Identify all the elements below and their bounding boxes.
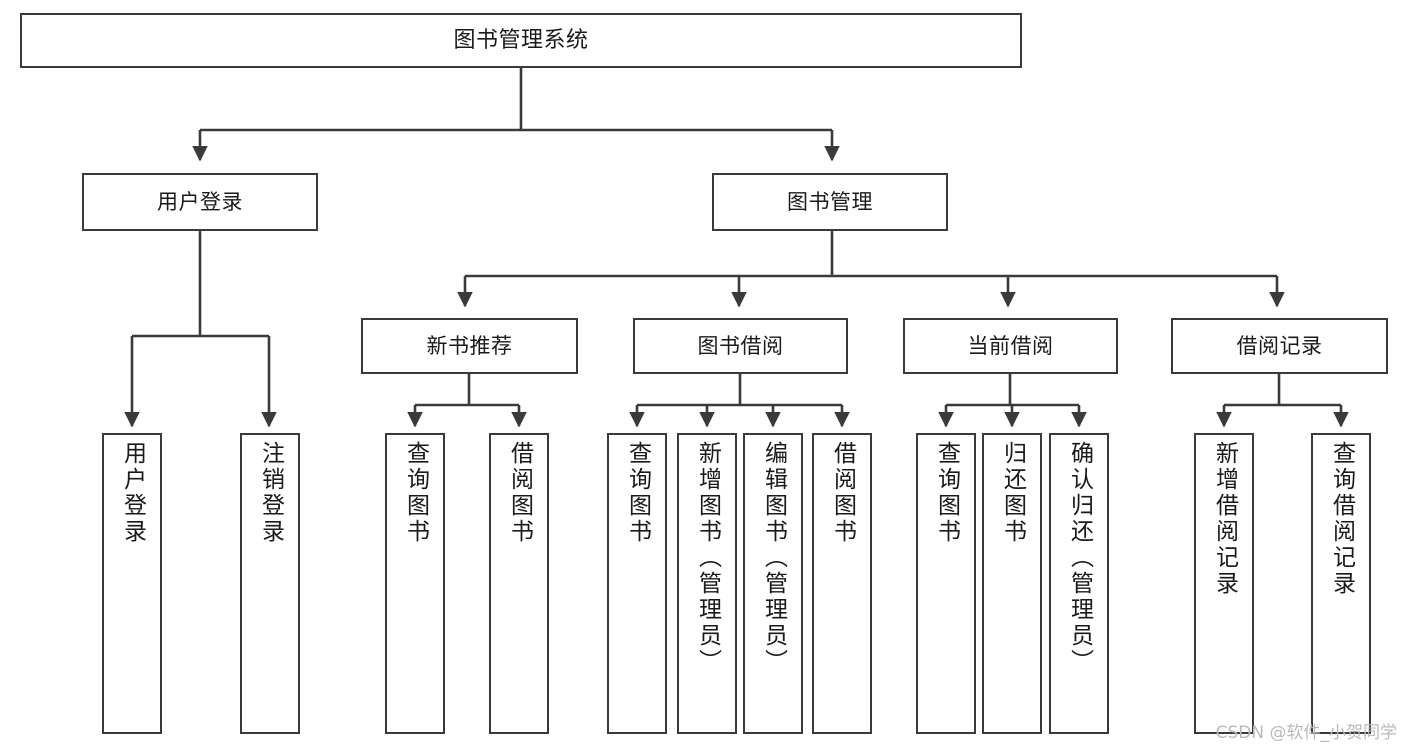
node-leaf-borrow-book-1[interactable]: 借阅图书 <box>489 433 549 734</box>
node-leaf-query-book-2[interactable]: 查询图书 <box>607 433 667 734</box>
node-label: 图书管理系统 <box>453 27 589 53</box>
node-label: 新书推荐 <box>426 333 513 358</box>
node-leaf-add-record[interactable]: 新增借阅记录 <box>1194 433 1254 734</box>
node-label: 借阅图书 <box>506 441 533 545</box>
watermark-text: CSDN @软件_小贺同学 <box>1215 723 1397 743</box>
node-label: 查询图书 <box>624 441 651 545</box>
node-leaf-query-book-3[interactable]: 查询图书 <box>916 433 976 734</box>
node-leaf-user-login[interactable]: 用户登录 <box>102 433 162 734</box>
node-root-system[interactable]: 图书管理系统 <box>20 13 1022 68</box>
node-label: 当前借阅 <box>967 333 1054 358</box>
node-book-manage[interactable]: 图书管理 <box>712 173 948 231</box>
node-leaf-return-book[interactable]: 归还图书 <box>982 433 1042 734</box>
node-label: 查询借阅记录 <box>1328 441 1355 597</box>
node-leaf-confirm-return[interactable]: 确认归还（管理员） <box>1049 433 1109 734</box>
node-leaf-add-book[interactable]: 新增图书（管理员） <box>677 433 737 734</box>
node-user-login[interactable]: 用户登录 <box>82 173 318 231</box>
node-leaf-query-record[interactable]: 查询借阅记录 <box>1311 433 1371 734</box>
node-label: 新增图书（管理员） <box>694 441 721 675</box>
node-label: 借阅图书 <box>829 441 856 545</box>
node-label: 用户登录 <box>119 441 146 545</box>
node-label: 编辑图书（管理员） <box>760 441 787 675</box>
node-label: 确认归还（管理员） <box>1066 441 1093 675</box>
node-label: 借阅记录 <box>1236 333 1323 358</box>
node-borrow-record[interactable]: 借阅记录 <box>1171 318 1388 374</box>
node-leaf-borrow-book-2[interactable]: 借阅图书 <box>812 433 872 734</box>
node-new-book-recommend[interactable]: 新书推荐 <box>361 318 578 374</box>
node-current-borrow[interactable]: 当前借阅 <box>903 318 1118 374</box>
node-label: 注销登录 <box>257 441 284 545</box>
node-book-borrow[interactable]: 图书借阅 <box>633 318 848 374</box>
node-label: 图书管理 <box>787 189 873 214</box>
node-label: 查询图书 <box>933 441 960 545</box>
node-leaf-query-book-1[interactable]: 查询图书 <box>385 433 445 734</box>
node-label: 图书借阅 <box>697 333 784 358</box>
node-label: 新增借阅记录 <box>1211 441 1238 597</box>
node-leaf-edit-book[interactable]: 编辑图书（管理员） <box>743 433 803 734</box>
node-leaf-logout-login[interactable]: 注销登录 <box>240 433 300 734</box>
node-label: 归还图书 <box>999 441 1026 545</box>
node-label: 用户登录 <box>157 189 243 214</box>
node-label: 查询图书 <box>402 441 429 545</box>
